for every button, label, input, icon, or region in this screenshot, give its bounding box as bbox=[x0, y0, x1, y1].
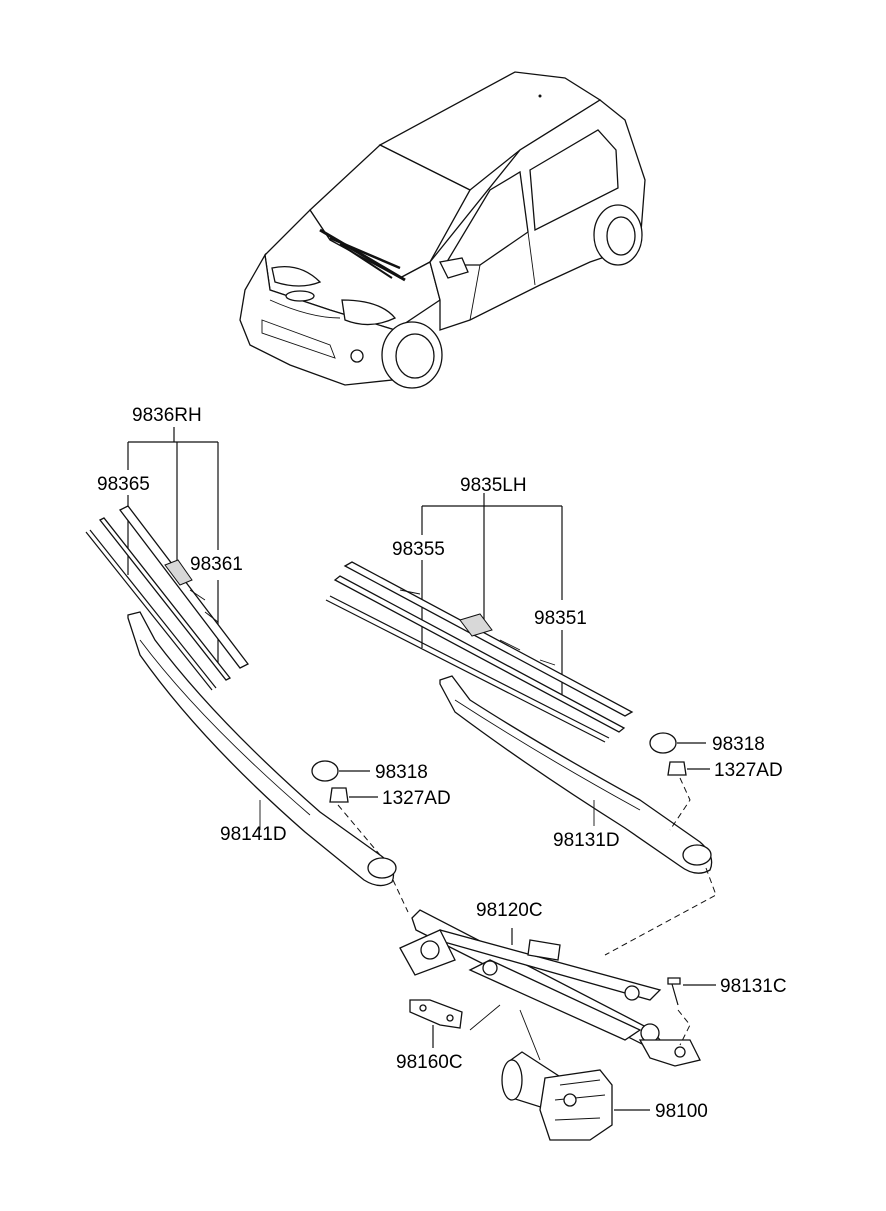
label-98131d: 98131D bbox=[553, 830, 620, 851]
label-98318-left: 98318 bbox=[375, 762, 428, 783]
lh-wiper-arm bbox=[439, 675, 713, 874]
wiper-linkage bbox=[392, 867, 717, 1067]
label-1327ad-right: 1327AD bbox=[714, 760, 783, 781]
label-98160c: 98160C bbox=[396, 1052, 463, 1073]
label-98131c: 98131C bbox=[720, 976, 787, 997]
part-labels: 9836RH 98365 98361 9835LH 98355 98351 98… bbox=[97, 405, 787, 1122]
label-98120c: 98120C bbox=[476, 900, 543, 921]
label-9835lh: 9835LH bbox=[460, 475, 527, 496]
car-illustration bbox=[239, 71, 646, 389]
label-98318-right: 98318 bbox=[712, 734, 765, 755]
label-9836rh: 9836RH bbox=[132, 405, 202, 426]
label-1327ad-left: 1327AD bbox=[382, 788, 451, 809]
linkage-bracket bbox=[409, 999, 501, 1048]
rh-wiper-arm bbox=[127, 611, 397, 887]
label-98351: 98351 bbox=[534, 608, 587, 629]
lh-blade-group bbox=[325, 493, 634, 743]
label-98141d: 98141D bbox=[220, 824, 287, 845]
caps-nuts bbox=[311, 732, 710, 856]
wiper-motor bbox=[501, 1009, 650, 1141]
label-98100: 98100 bbox=[655, 1101, 708, 1122]
label-98355: 98355 bbox=[392, 539, 445, 560]
label-98361: 98361 bbox=[190, 554, 243, 575]
rh-blade-group bbox=[85, 427, 249, 691]
label-98365: 98365 bbox=[97, 474, 150, 495]
